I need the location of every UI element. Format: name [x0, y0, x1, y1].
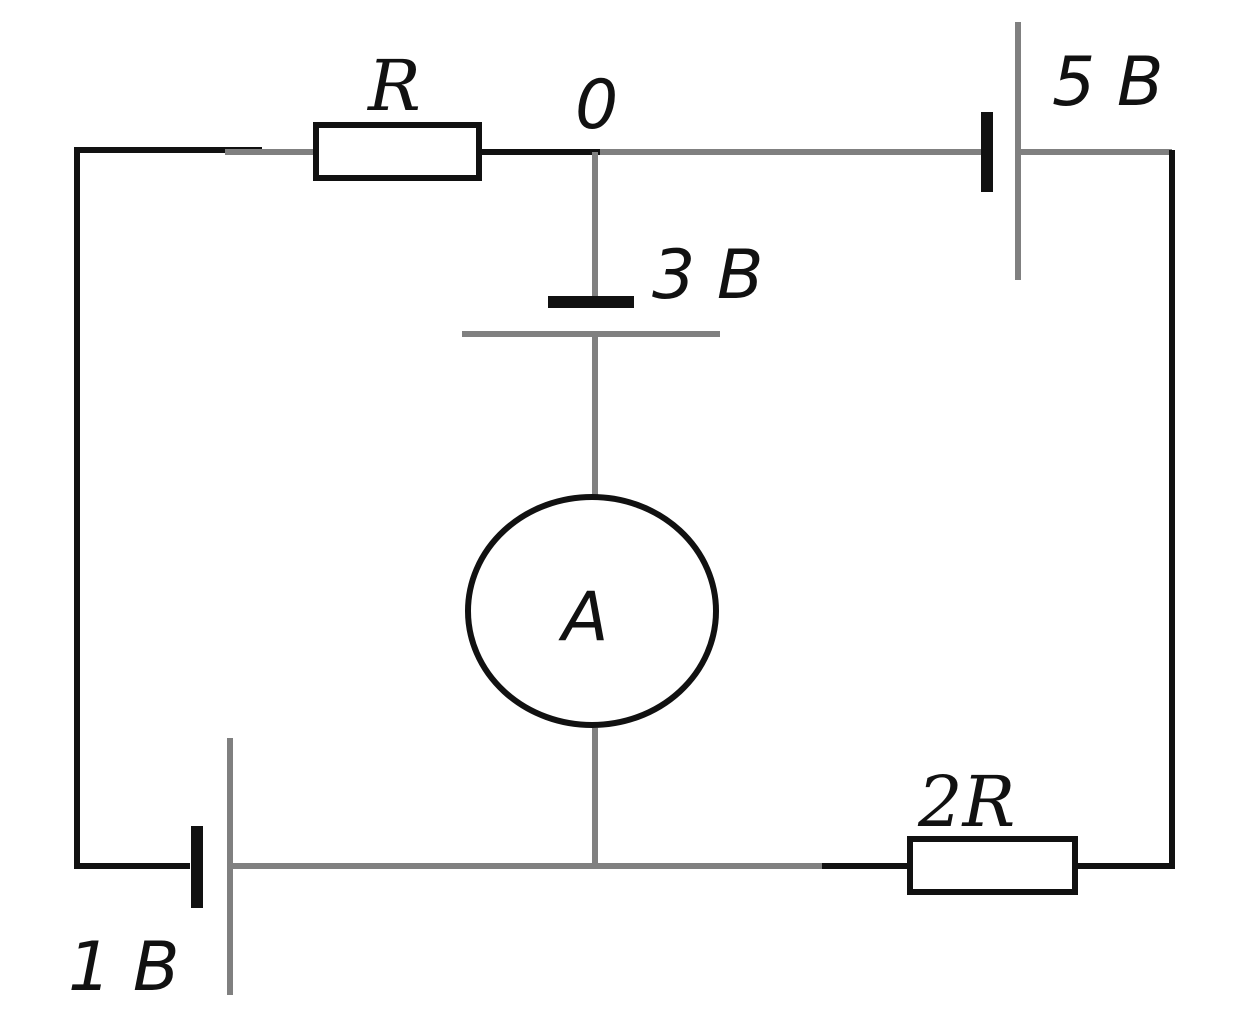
label-battery-3b: 3 B [652, 236, 764, 315]
label-resistor-r: R [366, 45, 421, 127]
ammeter-circle [465, 494, 719, 728]
wire-left [74, 147, 262, 869]
wire-right [1075, 150, 1175, 869]
label-battery-5b: 5 B [1052, 43, 1164, 122]
label-ammeter: A [558, 578, 609, 657]
label-resistor-2r: 2R [917, 761, 1015, 843]
label-node: 0 [575, 66, 618, 145]
resistor-2r [907, 836, 1078, 895]
resistor-r [313, 122, 482, 181]
label-battery-1b: 1 B [68, 928, 180, 1007]
